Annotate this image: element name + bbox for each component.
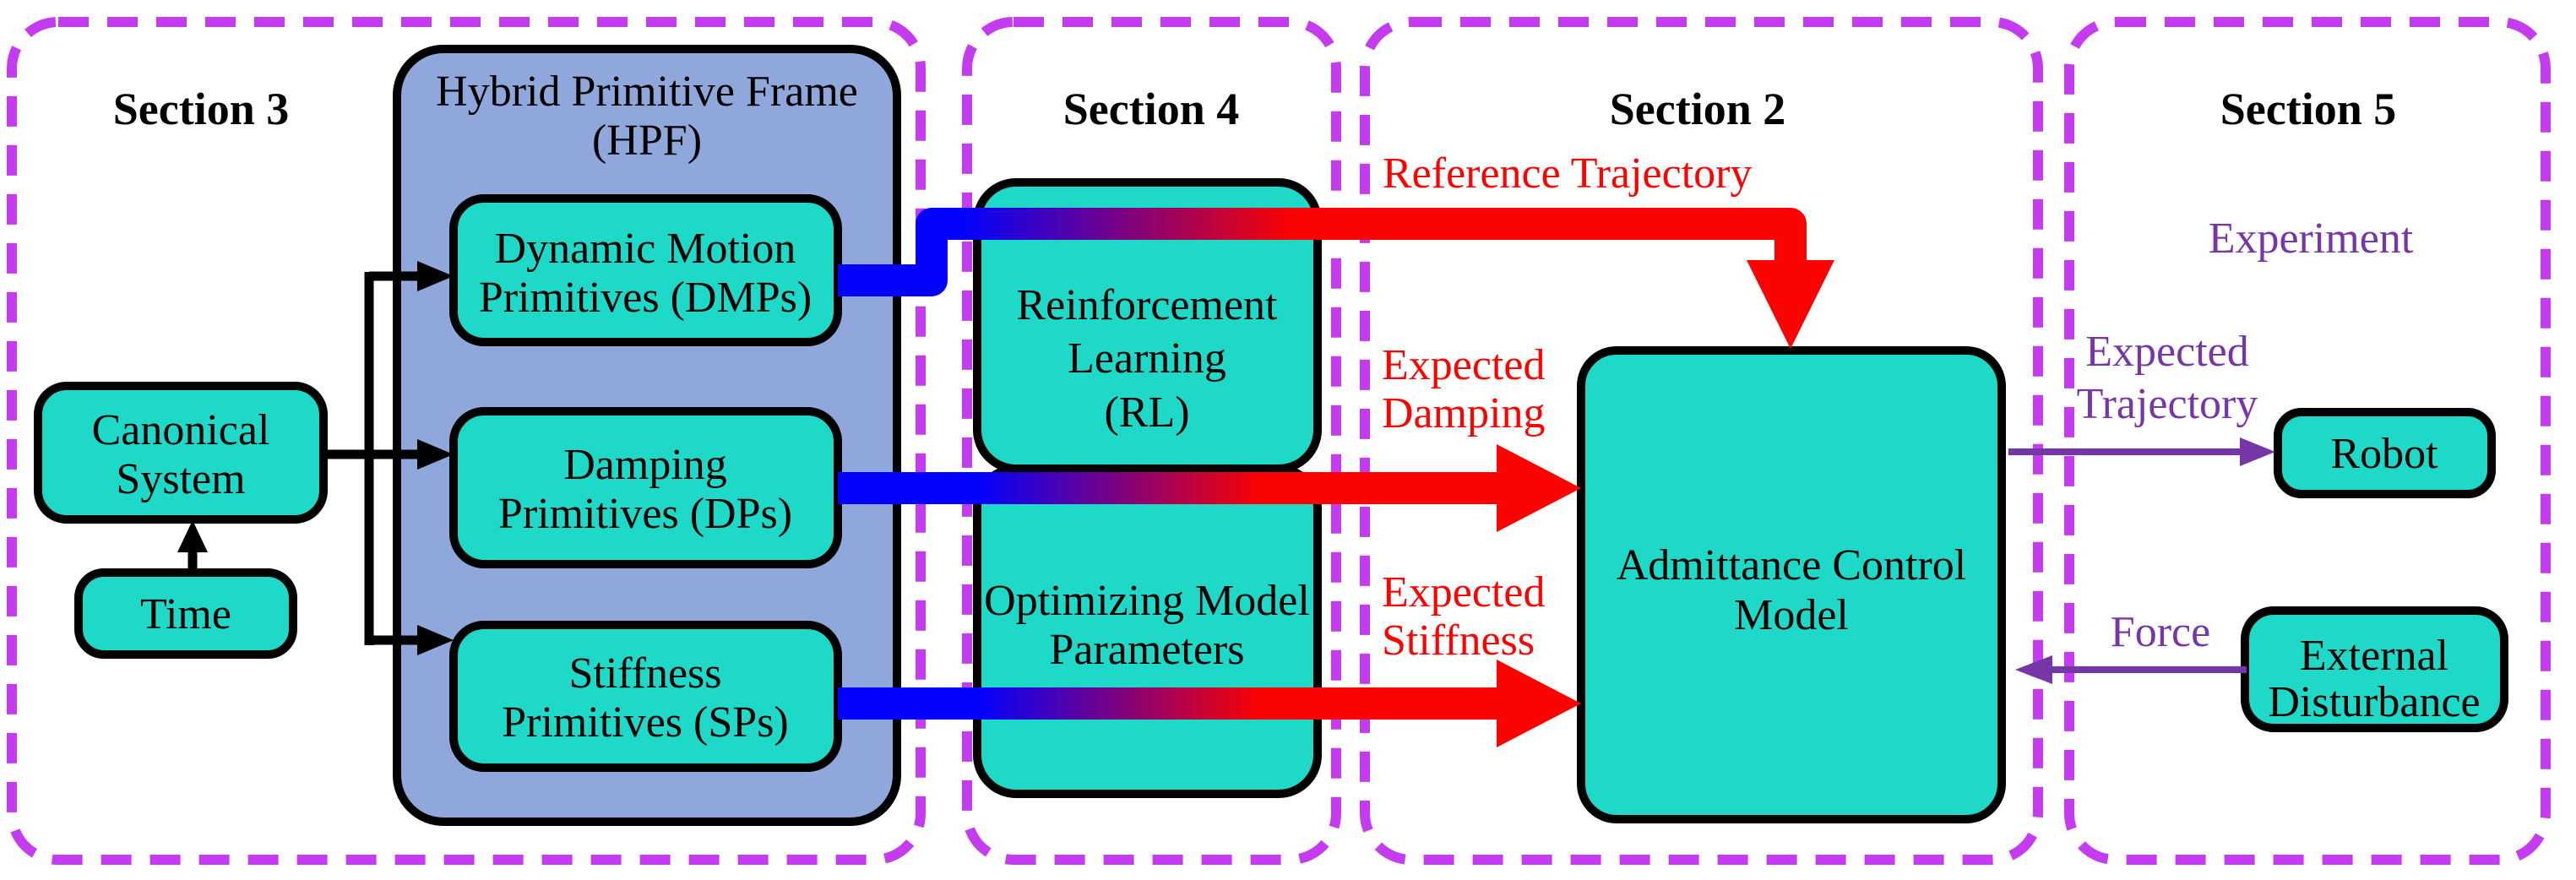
dps-arrowhead-icon	[417, 439, 454, 470]
sps-arrowhead-icon	[417, 625, 454, 655]
rl-label-line1: Reinforcement	[1017, 281, 1279, 329]
expected-stiffness-arrowhead-icon	[1497, 660, 1581, 747]
section-5-title: Section 5	[2220, 84, 2397, 134]
expected-damping-arrowhead-icon	[1497, 444, 1581, 532]
external-label-line1: External	[2300, 632, 2448, 680]
optimizing-label-line1: Optimizing Model	[984, 577, 1310, 625]
expected-damping-label-line2: Damping	[1382, 389, 1546, 437]
rl-label-line3: (RL)	[1104, 388, 1189, 437]
hpf-label-line1: Hybrid Primitive Frame	[436, 68, 858, 116]
sps-label-line2: Primitives (SPs)	[502, 698, 789, 747]
admittance-label-line1: Admittance Control	[1617, 541, 1966, 589]
hpf-label-line2: (HPF)	[592, 117, 702, 165]
section-4-frame	[962, 17, 1341, 865]
force-arrowhead-icon	[2015, 655, 2052, 684]
section-3-frame	[7, 17, 926, 865]
reference-trajectory-label: Reference Trajectory	[1383, 149, 1752, 198]
dmps-label-line2: Primitives (DMPs)	[479, 274, 812, 322]
robot-label: Robot	[2330, 430, 2438, 478]
section-4-title: Section 4	[1063, 84, 1240, 134]
admittance-label-line2: Model	[1734, 591, 1849, 639]
robot-arrowhead-icon	[2240, 437, 2275, 466]
section-2-title: Section 2	[1610, 84, 1786, 134]
expected-stiffness-label-line2: Stiffness	[1382, 617, 1535, 665]
reference-trajectory-arrowhead-icon	[1747, 260, 1834, 349]
dps-label-line1: Damping	[563, 441, 727, 489]
time-label: Time	[140, 590, 231, 638]
time-box	[74, 568, 297, 659]
expected-stiffness-label-line1: Expected	[1382, 568, 1545, 617]
rl-label-line2: Learning	[1068, 334, 1226, 383]
admittance-box	[1577, 346, 2006, 823]
section-3-title: Section 3	[113, 84, 290, 134]
canonical-label-line1: Canonical	[92, 406, 270, 454]
external-label-line2: Disturbance	[2268, 678, 2480, 726]
sps-label-line1: Stiffness	[568, 649, 721, 698]
dps-label-line2: Primitives (DPs)	[498, 490, 792, 538]
reference-trajectory-pipe	[838, 208, 1807, 296]
force-label: Force	[2111, 608, 2210, 656]
experiment-label: Experiment	[2209, 215, 2414, 263]
expected-trajectory-label-line2: Trajectory	[2077, 380, 2258, 428]
optimizing-label-line2: Parameters	[1049, 626, 1244, 674]
dmps-arrowhead-icon	[417, 261, 454, 291]
canonical-label-line2: System	[116, 455, 245, 503]
dmps-label-line1: Dynamic Motion	[495, 225, 796, 273]
robot-box	[2274, 408, 2496, 498]
expected-damping-label-line1: Expected	[1382, 341, 1545, 389]
expected-trajectory-label-line1: Expected	[2085, 328, 2248, 376]
time-arrowhead-icon	[177, 520, 208, 552]
